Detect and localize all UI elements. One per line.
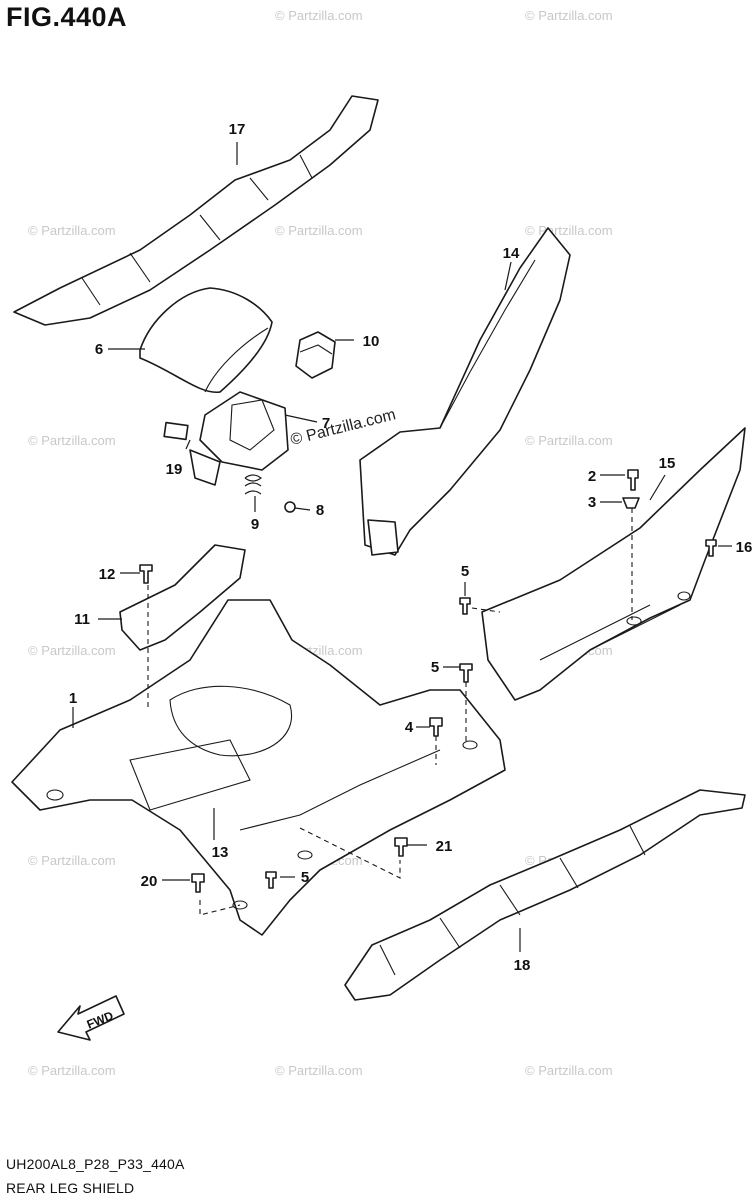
callout-6: 6	[95, 341, 103, 358]
part-14-side-panel	[359, 227, 571, 556]
callout-16: 16	[736, 539, 753, 556]
callout-11: 11	[74, 611, 90, 628]
callout-20: 20	[141, 873, 158, 890]
watermark: © Partzilla.com	[525, 433, 613, 448]
callout-9: 9	[251, 516, 259, 533]
callout-1: 1	[69, 690, 77, 707]
callout-10: 10	[363, 333, 380, 350]
part-15-side-cover	[481, 427, 746, 701]
callout-4: 4	[405, 719, 414, 736]
watermark: © Partzilla.com	[28, 853, 116, 868]
part-11-cover	[119, 544, 246, 651]
part-10-switch	[295, 331, 336, 379]
part-1-rear-leg-shield	[11, 599, 506, 936]
part-5-screw	[459, 663, 473, 683]
callout-labels: 17 6 10 7 19 9 8 14 2 3 15 16 5 12 11 1 …	[69, 121, 753, 974]
watermark: © Partzilla.com	[28, 223, 116, 238]
callout-5: 5	[301, 869, 309, 886]
assembly-lines	[147, 508, 633, 916]
watermark: © Partzilla.com	[28, 1063, 116, 1078]
part-7-bracket	[189, 391, 289, 486]
watermark: © Partzilla.com	[275, 1063, 363, 1078]
part-18-mat	[344, 789, 746, 1001]
callout-15: 15	[659, 455, 676, 472]
watermark: © Partzilla.com	[525, 1063, 613, 1078]
callout-13: 13	[212, 844, 229, 861]
figure-name: REAR LEG SHIELD	[6, 1180, 135, 1196]
figure-code: UH200AL8_P28_P33_440A	[6, 1156, 185, 1172]
leader-lines	[72, 142, 732, 952]
part-2-bolt	[627, 469, 639, 491]
part-5-screw	[459, 597, 471, 615]
callout-5: 5	[431, 659, 439, 676]
callout-7: 7	[322, 415, 330, 432]
figure-title: FIG.440A	[6, 2, 128, 32]
callout-14: 14	[503, 245, 520, 262]
part-17-mat	[13, 95, 379, 326]
fwd-direction-arrow: FWD	[57, 995, 125, 1041]
part-4-bolt	[429, 717, 443, 737]
callout-17: 17	[229, 121, 246, 138]
part-8-screw	[284, 501, 296, 513]
watermark: © Partzilla.com	[525, 223, 613, 238]
part-19-block	[163, 421, 189, 441]
watermark: © Partzilla.com	[275, 223, 363, 238]
part-12-screw	[139, 564, 153, 584]
part-16-screw	[705, 539, 717, 557]
part-21-bolt	[394, 837, 408, 857]
callout-8: 8	[316, 502, 324, 519]
callout-2: 2	[588, 468, 596, 485]
part-3-nut	[622, 497, 640, 509]
callout-5: 5	[461, 563, 469, 580]
watermark: © Partzilla.com	[275, 8, 363, 23]
watermark-large: © Partzilla.com	[289, 406, 398, 449]
callout-21: 21	[436, 838, 453, 855]
part-9-spring	[244, 474, 262, 495]
callout-18: 18	[514, 957, 531, 974]
part-20-bolt	[191, 873, 205, 893]
part-5-screw	[265, 871, 277, 889]
fasteners	[139, 469, 717, 893]
callout-12: 12	[99, 566, 116, 583]
callout-19: 19	[166, 461, 183, 478]
watermark: © Partzilla.com	[28, 643, 116, 658]
watermark: © Partzilla.com	[28, 433, 116, 448]
watermark: © Partzilla.com	[525, 8, 613, 23]
callout-3: 3	[588, 494, 596, 511]
part-6-pad	[139, 287, 273, 393]
